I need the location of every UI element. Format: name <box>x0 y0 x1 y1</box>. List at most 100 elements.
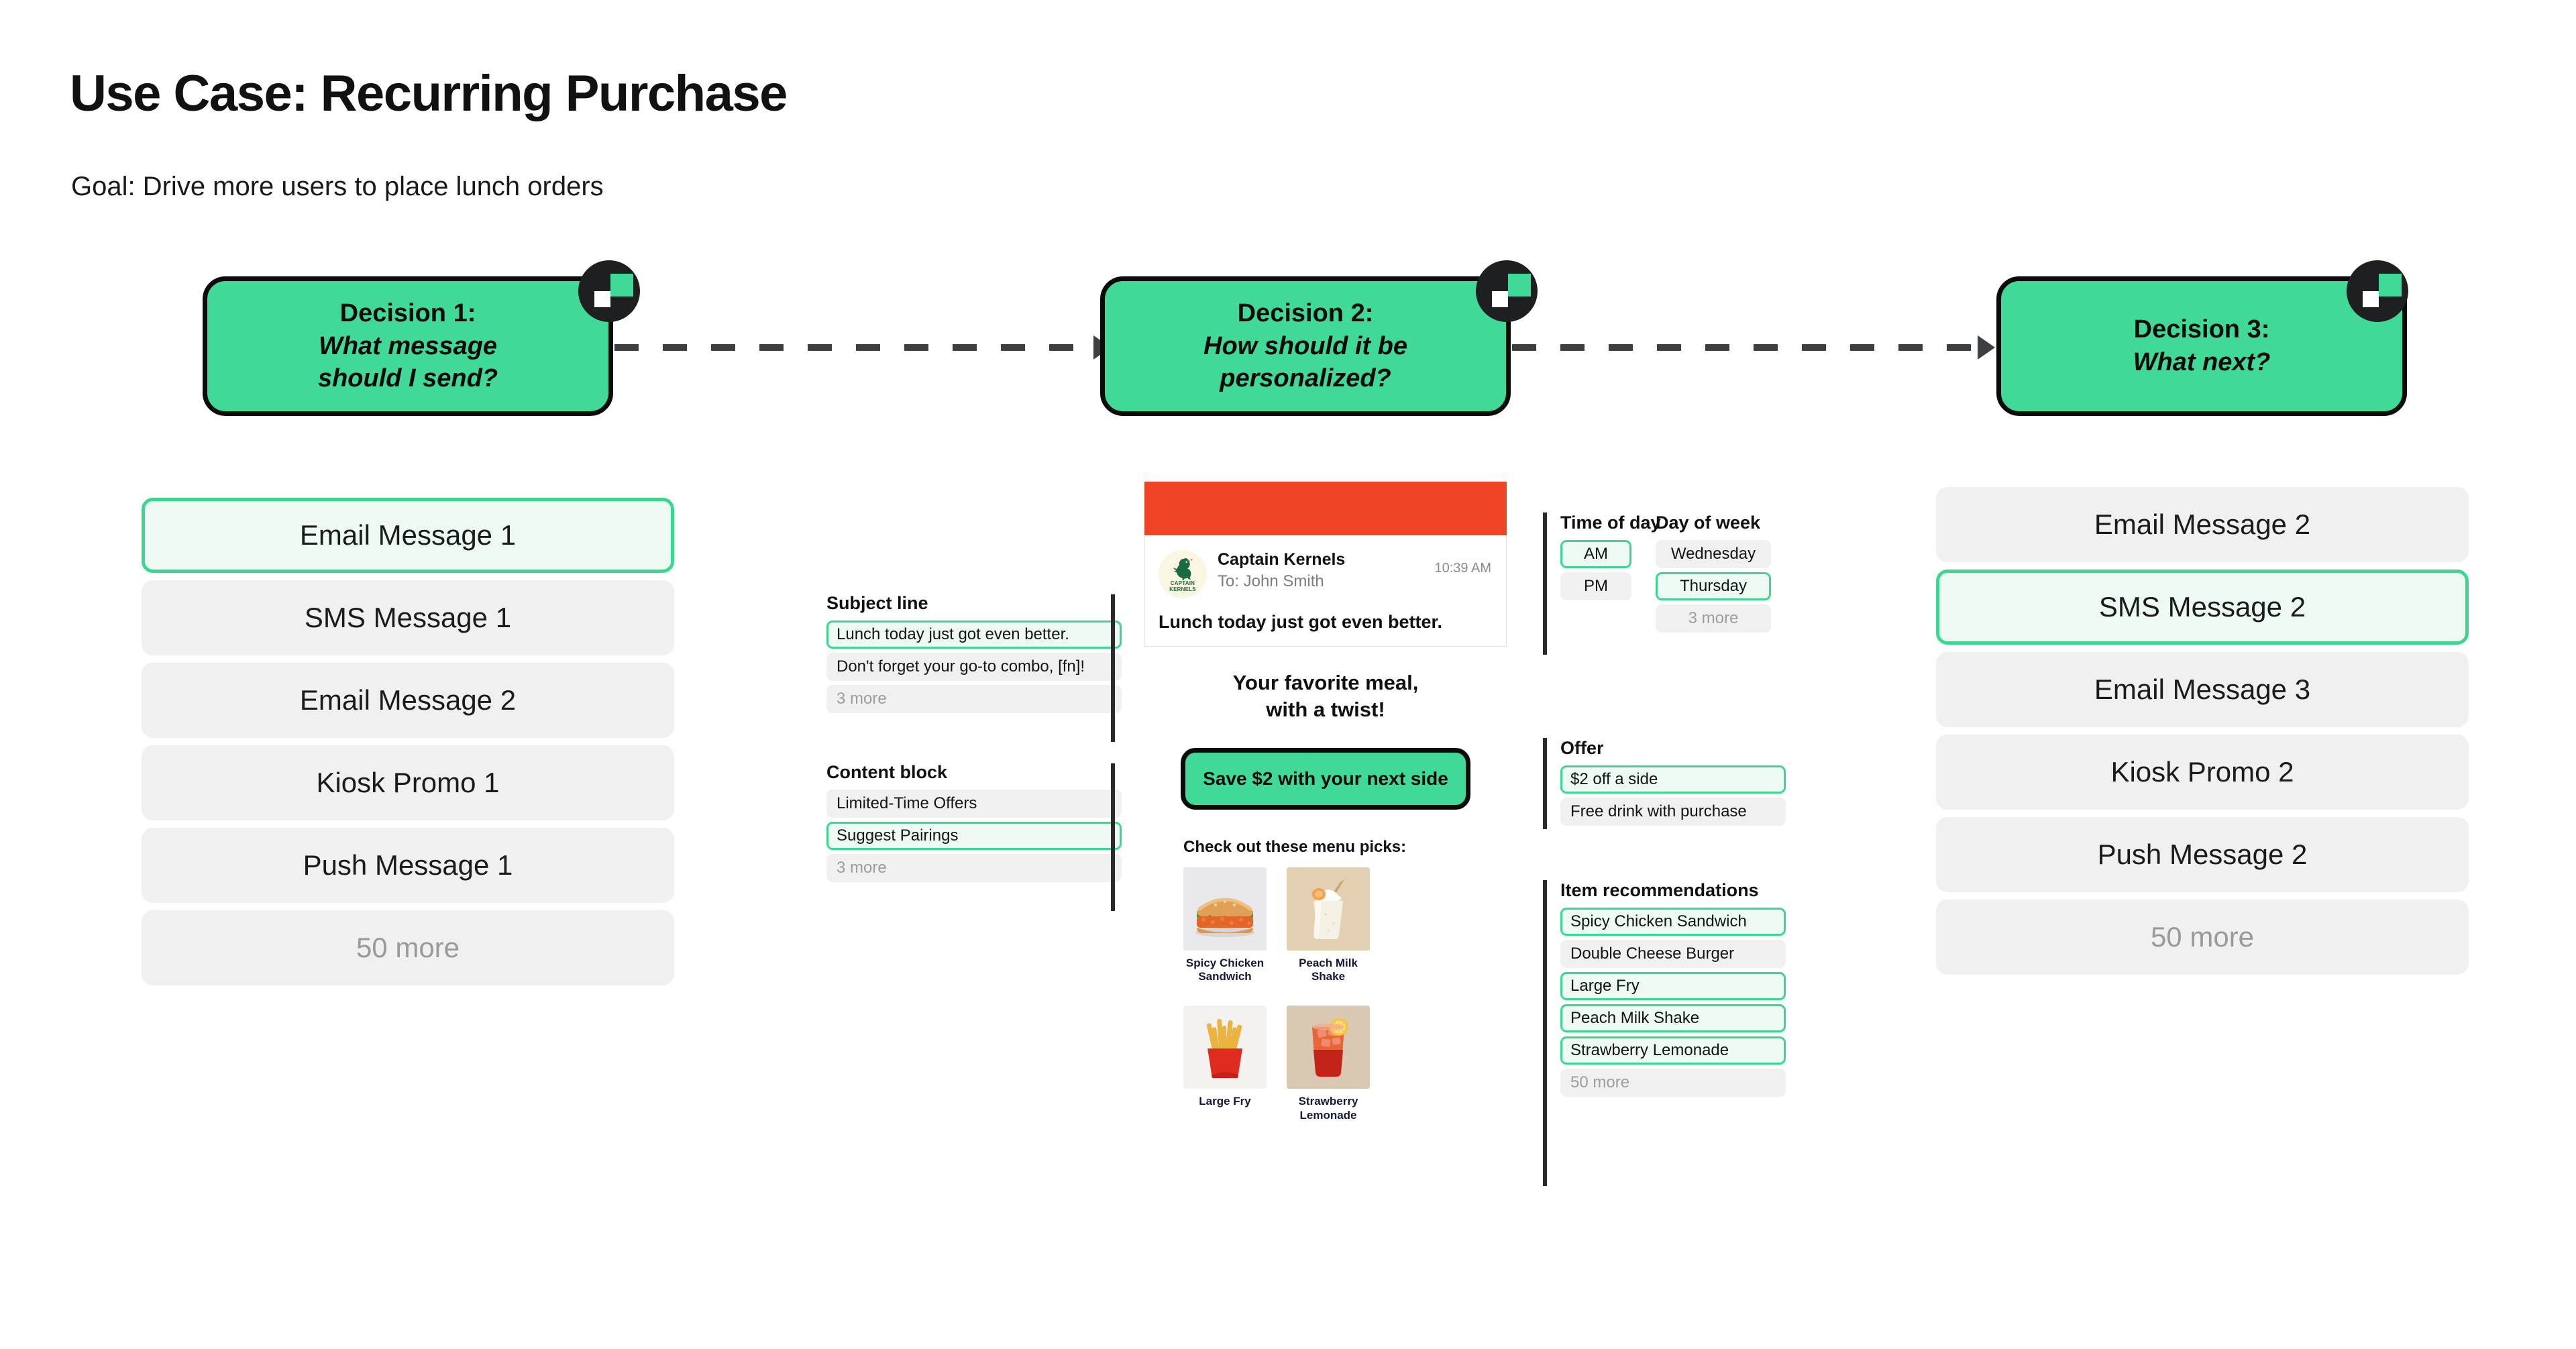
chip-item-peach-milk-shake[interactable]: Peach Milk Shake <box>1560 1004 1786 1032</box>
decision-node-1[interactable]: Decision 1: What message should I send? <box>203 276 613 416</box>
email-body: Your favorite meal, with a twist! Save $… <box>1144 647 1507 1130</box>
email-brand-banner <box>1144 482 1507 535</box>
decision-node-3[interactable]: Decision 3: What next? <box>1996 276 2407 416</box>
menu-pick-spicy-chicken-sandwich[interactable]: Spicy Chicken Sandwich <box>1183 867 1267 984</box>
option-email-message-2-col3[interactable]: Email Message 2 <box>1936 487 2469 562</box>
menu-pick-peach-milk-shake[interactable]: Peach Milk Shake <box>1287 867 1370 984</box>
chip-item-large-fry[interactable]: Large Fry <box>1560 972 1786 1000</box>
chip-day-wednesday[interactable]: Wednesday <box>1656 540 1771 568</box>
offer-chiplist: $2 off a side Free drink with purchase <box>1560 765 1786 826</box>
menu-picks-label: Check out these menu picks: <box>1183 837 1407 856</box>
subject-line-chiplist: Lunch today just got even better. Don't … <box>826 620 1122 713</box>
decision-node-1-question-line2: should I send? <box>317 364 498 393</box>
badge-green-square <box>1508 274 1531 296</box>
logo-wordmark: CAPTAIN KERNELS <box>1169 580 1196 592</box>
menu-pick-name: Spicy Chicken Sandwich <box>1185 956 1265 983</box>
option-kiosk-promo-2[interactable]: Kiosk Promo 2 <box>1936 735 2469 810</box>
email-header: CAPTAIN KERNELS Captain Kernels To: John… <box>1144 535 1507 647</box>
content-block-group: Content block Limited-Time Offers Sugges… <box>826 762 1122 882</box>
content-block-chiplist: Limited-Time Offers Suggest Pairings 3 m… <box>826 790 1122 882</box>
badge-white-square <box>1492 291 1508 307</box>
chip-offer-2-off-a-side[interactable]: $2 off a side <box>1560 765 1786 794</box>
decision-node-3-question-line1: What next? <box>2133 348 2271 376</box>
email-headline: Your favorite meal, with a twist! <box>1232 671 1419 722</box>
chip-subject-lunch-today[interactable]: Lunch today just got even better. <box>826 620 1122 649</box>
connector-dash <box>1512 344 1979 351</box>
option-push-message-2[interactable]: Push Message 2 <box>1936 817 2469 892</box>
item-recommendations-title: Item recommendations <box>1560 880 1759 900</box>
decision-node-2-question-line1: How should it be <box>1203 331 1407 360</box>
schedule-group-rule <box>1543 512 1547 655</box>
peach-milk-shake-image <box>1287 867 1370 951</box>
chip-content-limited-time-offers[interactable]: Limited-Time Offers <box>826 790 1122 818</box>
square-stack-icon <box>2347 260 2408 322</box>
decision-node-2-title: Decision 2: <box>1237 299 1374 328</box>
menu-pick-strawberry-lemonade[interactable]: Strawberry Lemonade <box>1287 1006 1370 1122</box>
chip-item-double-cheese-burger[interactable]: Double Cheese Burger <box>1560 940 1786 968</box>
chip-subject-go-to-combo[interactable]: Don't forget your go-to combo, [fn]! <box>826 653 1122 681</box>
large-fry-image <box>1183 1006 1267 1089</box>
menu-pick-name: Strawberry Lemonade <box>1298 1095 1358 1122</box>
option-email-message-1[interactable]: Email Message 1 <box>142 498 674 573</box>
decision-node-2[interactable]: Decision 2: How should it be personalize… <box>1100 276 1511 416</box>
offer-group: Offer $2 off a side Free drink with purc… <box>1560 738 1786 826</box>
email-preview-card: CAPTAIN KERNELS Captain Kernels To: John… <box>1144 482 1507 1130</box>
email-recipient: To: John Smith <box>1218 572 1324 590</box>
spicy-chicken-sandwich-image <box>1183 867 1267 951</box>
time-of-day-group: Time of day AM PM <box>1560 512 1661 600</box>
email-timestamp: 10:39 AM <box>1434 561 1491 576</box>
chip-content-3-more[interactable]: 3 more <box>826 854 1122 882</box>
menu-picks-grid: Spicy Chicken Sandwich <box>1158 867 1493 1123</box>
square-stack-icon <box>578 260 640 322</box>
option-email-message-2[interactable]: Email Message 2 <box>142 663 674 738</box>
chip-time-pm[interactable]: PM <box>1560 572 1631 600</box>
badge-white-square <box>2363 291 2379 307</box>
option-kiosk-promo-1[interactable]: Kiosk Promo 1 <box>142 745 674 820</box>
chip-item-spicy-chicken-sandwich[interactable]: Spicy Chicken Sandwich <box>1560 908 1786 936</box>
connector-dash <box>614 344 1095 351</box>
connector-1-to-2 <box>614 335 1111 360</box>
time-of-day-chiplist: AM PM <box>1560 540 1631 600</box>
chip-offer-free-drink[interactable]: Free drink with purchase <box>1560 798 1786 826</box>
subject-line-group-rule <box>1111 594 1115 742</box>
offer-title: Offer <box>1560 738 1604 758</box>
content-block-title: Content block <box>826 762 947 782</box>
chip-subject-3-more[interactable]: 3 more <box>826 685 1122 713</box>
square-stack-icon <box>1476 260 1538 322</box>
email-cta-button[interactable]: Save $2 with your next side <box>1181 747 1470 810</box>
option-push-message-1[interactable]: Push Message 1 <box>142 828 674 903</box>
chip-content-suggest-pairings[interactable]: Suggest Pairings <box>826 822 1122 850</box>
time-of-day-title: Time of day <box>1560 512 1661 533</box>
decision-node-1-question-line1: What message <box>318 331 498 360</box>
option-50-more-col3[interactable]: 50 more <box>1936 900 2469 975</box>
email-subject-line: Lunch today just got even better. <box>1159 612 1443 632</box>
option-email-message-3[interactable]: Email Message 3 <box>1936 652 2469 727</box>
email-sender-name: Captain Kernels <box>1218 550 1346 569</box>
menu-pick-name: Peach Milk Shake <box>1299 956 1358 983</box>
badge-green-square <box>2379 274 2402 296</box>
day-of-week-group: Day of week Wednesday Thursday 3 more <box>1656 512 1771 633</box>
arrow-head-icon <box>1978 335 1995 360</box>
chip-day-3-more[interactable]: 3 more <box>1656 604 1771 633</box>
option-sms-message-1[interactable]: SMS Message 1 <box>142 580 674 655</box>
chip-item-50-more[interactable]: 50 more <box>1560 1069 1786 1097</box>
option-50-more[interactable]: 50 more <box>142 910 674 985</box>
menu-pick-large-fry[interactable]: Large Fry <box>1183 1006 1267 1122</box>
menu-pick-name: Large Fry <box>1199 1095 1251 1108</box>
chip-day-thursday[interactable]: Thursday <box>1656 572 1771 600</box>
strawberry-lemonade-image <box>1287 1006 1370 1089</box>
page-title: Use Case: Recurring Purchase <box>70 65 788 122</box>
badge-white-square <box>594 291 610 307</box>
decision-node-1-title: Decision 1: <box>339 299 476 328</box>
content-block-group-rule <box>1111 763 1115 911</box>
subject-line-group: Subject line Lunch today just got even b… <box>826 593 1122 713</box>
chip-time-am[interactable]: AM <box>1560 540 1631 568</box>
decision-3-options-list: Email Message 2 SMS Message 2 Email Mess… <box>1936 487 2469 975</box>
option-sms-message-2[interactable]: SMS Message 2 <box>1936 570 2469 645</box>
chip-item-strawberry-lemonade[interactable]: Strawberry Lemonade <box>1560 1036 1786 1065</box>
badge-green-square <box>610 274 633 296</box>
decision-node-2-question-line2: personalized? <box>1220 364 1391 393</box>
decision-node-3-title: Decision 3: <box>2133 315 2270 344</box>
page-goal-subtitle: Goal: Drive more users to place lunch or… <box>71 172 604 201</box>
